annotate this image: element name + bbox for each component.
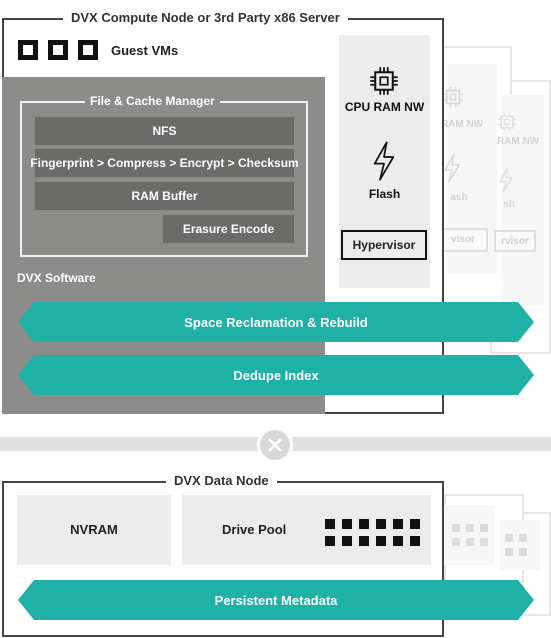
dedupe-index-label: Dedupe Index xyxy=(233,367,319,383)
space-reclamation-label: Space Reclamation & Rebuild xyxy=(184,314,368,330)
ghost-drive-dots-2 xyxy=(505,534,527,556)
flash-label: Flash xyxy=(368,187,401,201)
ram-buffer-row: RAM Buffer xyxy=(35,182,294,210)
ghost-hypervisor-box-2: rvisor xyxy=(494,230,536,252)
ghost-flash-label-1: ash xyxy=(450,192,468,203)
drive-pool-panel xyxy=(182,495,431,565)
hypervisor-label: Hypervisor xyxy=(352,238,416,252)
ghost-hypervisor-label-1: visor xyxy=(451,234,475,245)
ghost-hypervisor-label-2: rvisor xyxy=(501,236,529,247)
file-cache-manager-title: File & Cache Manager xyxy=(85,94,220,108)
compute-node-title: DVX Compute Node or 3rd Party x86 Server xyxy=(63,10,348,25)
ghost-flash-icon-2 xyxy=(497,167,515,198)
data-node-title: DVX Data Node xyxy=(166,473,277,488)
x-circle-icon xyxy=(257,427,293,463)
dvx-software-label: DVX Software xyxy=(17,271,96,285)
dedupe-index-banner: Dedupe Index xyxy=(18,355,534,395)
persistent-metadata-banner: Persistent Metadata xyxy=(18,580,534,620)
drive-pool-dots xyxy=(325,519,420,546)
ghost-flash-icon-1 xyxy=(442,153,462,188)
space-reclamation-banner: Space Reclamation & Rebuild xyxy=(18,302,534,342)
ghost-cpu-label-1: RAM NW xyxy=(440,119,484,130)
nvram-panel xyxy=(17,495,171,565)
guest-vms-label: Guest VMs xyxy=(111,43,179,58)
nfs-row: NFS xyxy=(35,117,294,145)
cpu-chip-icon xyxy=(369,66,399,101)
guest-vm-box-3 xyxy=(78,40,98,60)
ghost-hypervisor-box-1: visor xyxy=(438,228,488,252)
ghost-flash-label-2: sh xyxy=(503,199,515,210)
hypervisor-box: Hypervisor xyxy=(341,230,427,260)
drive-pool-label: Drive Pool xyxy=(222,522,287,537)
ghost-drive-panel-1 xyxy=(444,505,494,565)
guest-vm-box-2 xyxy=(48,40,68,60)
ghost-drive-panel-2 xyxy=(500,520,540,570)
lightning-bolt-icon xyxy=(370,141,398,186)
ghost-cpu-icon-1 xyxy=(442,86,464,113)
pipeline-row: Fingerprint > Compress > Encrypt > Check… xyxy=(30,149,299,177)
ghost-drive-dots-1 xyxy=(452,524,488,546)
guest-vm-box-1 xyxy=(18,40,38,60)
cpu-ram-nw-label: CPU RAM NW xyxy=(344,100,425,114)
ghost-cpu-icon-2 xyxy=(497,112,517,137)
ghost-cpu-label-2: RAM NW xyxy=(496,136,540,147)
erasure-encode-row: Erasure Encode xyxy=(163,215,294,243)
persistent-metadata-label: Persistent Metadata xyxy=(214,592,338,608)
nvram-label: NVRAM xyxy=(70,522,118,537)
